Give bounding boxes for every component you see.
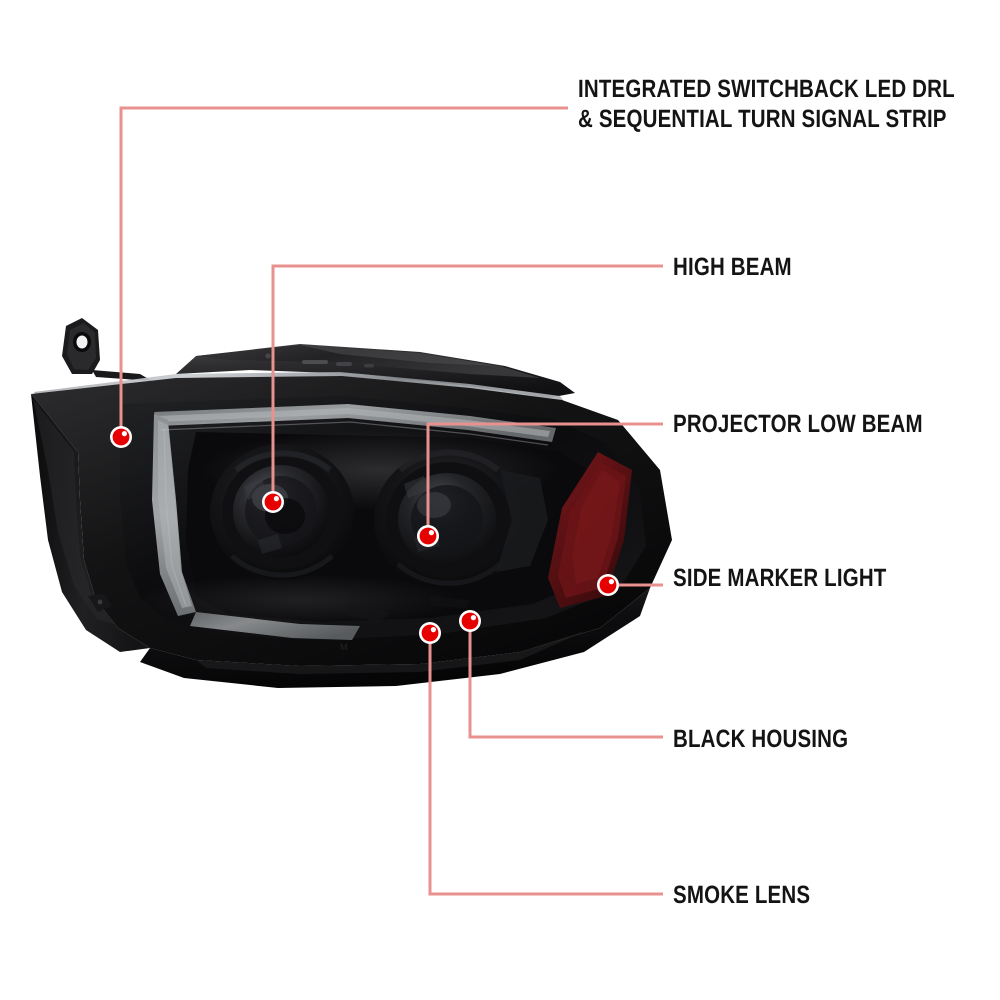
callout-label-line-1: HIGH BEAM (673, 253, 792, 281)
callout-label-high-beam: HIGH BEAM (673, 252, 792, 282)
housing-surface-markings: M (340, 596, 470, 652)
callout-label-side-marker-light: SIDE MARKER LIGHT (673, 563, 886, 593)
callout-label-line-1: BLACK HOUSING (673, 725, 849, 753)
callout-label-line-1: SMOKE LENS (673, 881, 811, 909)
callout-label-line-1: INTEGRATED SWITCHBACK LED DRL (578, 75, 955, 103)
callout-label-line-1: SIDE MARKER LIGHT (673, 564, 887, 592)
callout-label-line-2: & SEQUENTIAL TURN SIGNAL STRIP (578, 105, 947, 133)
callout-label-smoke-lens: SMOKE LENS (673, 880, 810, 910)
callout-label-black-housing: BLACK HOUSING (673, 724, 848, 754)
svg-text:M: M (340, 642, 348, 652)
callout-label-projector-low-beam: PROJECTOR LOW BEAM (673, 409, 923, 439)
callout-label-line-1: PROJECTOR LOW BEAM (673, 410, 923, 438)
callout-label-integrated-switchback-led-drl: INTEGRATED SWITCHBACK LED DRL& SEQUENTIA… (578, 74, 955, 134)
